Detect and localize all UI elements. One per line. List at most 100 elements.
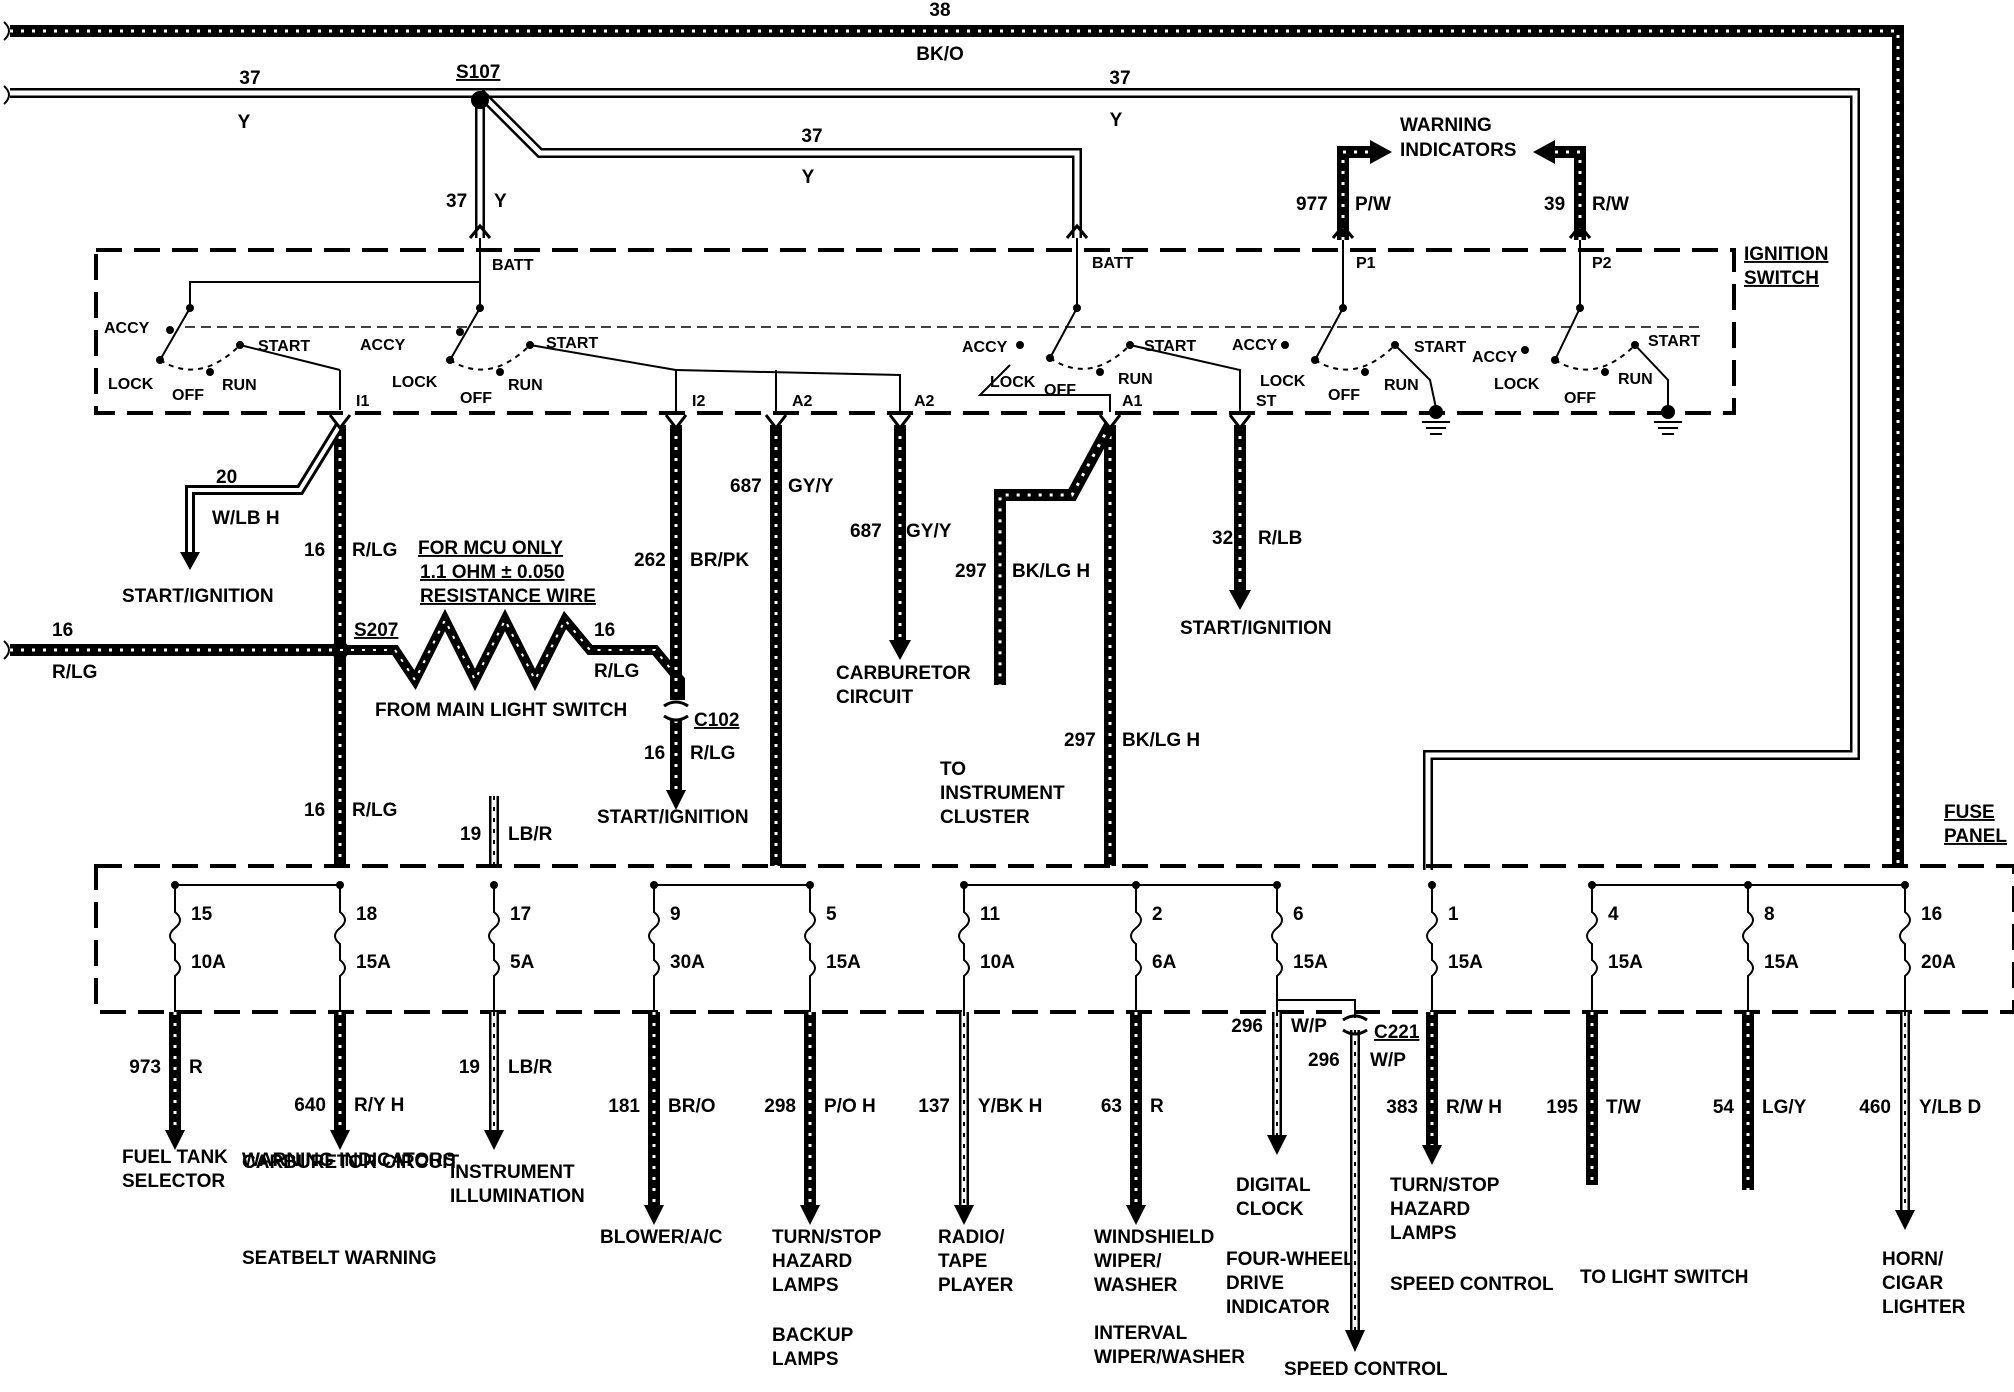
- fuse-5-arrow: [800, 1205, 820, 1225]
- terminal-st: ST: [1256, 393, 1277, 410]
- pos-lock-5: LOCK: [1494, 376, 1540, 393]
- fuse-4-element: [1586, 885, 1598, 1012]
- pos-start-4: START: [1414, 339, 1466, 356]
- fuse-18-element: [334, 885, 346, 1012]
- fuse-15-rating: 10A: [191, 952, 226, 973]
- fuse-5-circuit: 298: [764, 1096, 796, 1117]
- label-lb-r-top: LB/R: [508, 824, 553, 845]
- fuse-9-arrow: [644, 1205, 664, 1225]
- fuse-15-arrow: [165, 1130, 185, 1150]
- label-r-lg-left: R/LG: [52, 662, 97, 683]
- ignition-switch-title-2: SWITCH: [1744, 268, 1819, 289]
- fuse-5-number: 5: [826, 904, 837, 925]
- terminal-a1: A1: [1122, 393, 1143, 410]
- fuse-17-arrow: [484, 1130, 504, 1150]
- fuse-5-dest-0: TURN/STOP: [772, 1227, 882, 1248]
- fuse-18-number: 18: [356, 904, 377, 925]
- pos-run-4: RUN: [1384, 377, 1419, 394]
- fuse-1-dest-1: HAZARD: [1390, 1199, 1470, 1220]
- fuse-16-element: [1899, 885, 1911, 1012]
- wire-c221-speed-control: [1277, 999, 1368, 1352]
- label-297-a: 297: [955, 561, 987, 582]
- label-r-lb: R/LB: [1258, 528, 1302, 549]
- label-16-b: 16: [304, 800, 325, 821]
- fuse-9-rating: 30A: [670, 952, 705, 973]
- label-r-lg-b: R/LG: [352, 800, 397, 821]
- fuse-2-circuit: 63: [1101, 1096, 1122, 1117]
- label-gy-y-b: GY/Y: [906, 521, 952, 542]
- fuse-18-circuit: 640: [294, 1095, 326, 1116]
- label-296-c221: 296: [1308, 1050, 1340, 1071]
- fuse-1-rating: 15A: [1448, 952, 1483, 973]
- pos-off-4: OFF: [1328, 387, 1360, 404]
- label-r-lg-a: R/LG: [352, 540, 397, 561]
- pos-accy-4: ACCY: [1232, 337, 1278, 354]
- fuse-16-color: Y/LB D: [1919, 1097, 1981, 1118]
- label-r-lg-res: R/LG: [594, 661, 639, 682]
- fuse-4-dest-0: TO LIGHT SWITCH: [1580, 1267, 1749, 1288]
- fuse-9-number: 9: [670, 904, 681, 925]
- dest-start-ignition-3: START/IGNITION: [1180, 618, 1332, 639]
- ignition-switch-title-1: IGNITION: [1744, 244, 1828, 265]
- pos-off-5: OFF: [1564, 390, 1596, 407]
- pos-lock-4: LOCK: [1260, 373, 1306, 390]
- dest-interval-2: WIPER/WASHER: [1094, 1347, 1245, 1368]
- fuse-2-rating: 6A: [1152, 952, 1177, 973]
- fuse-2-dest-2: WASHER: [1094, 1275, 1178, 1296]
- pos-off-3: OFF: [1044, 382, 1076, 399]
- fuse-6-dest-1: CLOCK: [1236, 1199, 1304, 1220]
- label-gy-y-a: GY/Y: [788, 476, 834, 497]
- label-y-drop: Y: [494, 191, 507, 212]
- label-w-lb-h: W/LB H: [212, 508, 280, 529]
- fuse-15-dest-1: SELECTOR: [122, 1171, 225, 1192]
- label-37-drop: 37: [446, 191, 467, 212]
- dest-four-wheel-2: DRIVE: [1226, 1273, 1284, 1294]
- warning-indicators-line1: WARNING: [1400, 115, 1492, 136]
- terminal-batt-1: BATT: [492, 257, 534, 274]
- terminal-batt-2: BATT: [1092, 255, 1134, 272]
- wire-br-pk-262: [663, 425, 689, 810]
- fuse-panel-title-2: PANEL: [1944, 826, 2007, 847]
- label-bk-o: BK/O: [916, 44, 964, 65]
- fuse-11-arrow: [954, 1205, 974, 1225]
- fuse-18-dest-0: CARBURETOR CIRCUIT: [242, 1152, 459, 1173]
- fuse-15-circuit: 973: [129, 1057, 161, 1078]
- label-r-w: R/W: [1592, 194, 1629, 215]
- mcu-note-2: 1.1 OHM ± 0.050: [420, 562, 565, 583]
- ignition-switch-contacts: [159, 238, 1669, 412]
- fuse-9-dest-0: BLOWER/A/C: [600, 1227, 723, 1248]
- label-39: 39: [1544, 194, 1565, 215]
- fuse-16-rating: 20A: [1921, 952, 1956, 973]
- dest-backup-lamps-2: LAMPS: [772, 1349, 839, 1370]
- label-977: 977: [1296, 194, 1328, 215]
- from-main-light-switch: FROM MAIN LIGHT SWITCH: [375, 700, 627, 721]
- fuse-1-dest-2: LAMPS: [1390, 1223, 1457, 1244]
- fuse-8-rating: 15A: [1764, 952, 1799, 973]
- fuse-9-color: BR/O: [668, 1096, 716, 1117]
- pos-lock-2: LOCK: [392, 374, 438, 391]
- fuse-4-rating: 15A: [1608, 952, 1643, 973]
- terminal-forks: [328, 223, 1592, 431]
- pos-start-3: START: [1144, 338, 1196, 355]
- label-32: 32: [1212, 528, 1233, 549]
- label-687-a: 687: [730, 476, 762, 497]
- fuse-16-number: 16: [1921, 904, 1942, 925]
- fuse-9-element: [648, 885, 660, 1012]
- label-16-a: 16: [304, 540, 325, 561]
- to-instrument-1: TO: [940, 759, 966, 780]
- fuse-5-dest-2: LAMPS: [772, 1275, 839, 1296]
- pos-accy-1: ACCY: [104, 320, 150, 337]
- fuse-1-color: R/W H: [1446, 1097, 1502, 1118]
- label-s207: S207: [354, 620, 398, 641]
- fuse-2-dest-0: WINDSHIELD: [1094, 1227, 1214, 1248]
- dest-four-wheel-3: INDICATOR: [1226, 1297, 1330, 1318]
- wire-r-lg-16-left: [3, 640, 340, 660]
- fuse-16-arrow: [1895, 1210, 1915, 1230]
- fuse-2-element: [1130, 885, 1142, 1012]
- switch-contact-dots: [156, 304, 1639, 376]
- fuse-1-number: 1: [1448, 904, 1459, 925]
- fuse-11-dest-1: TAPE: [938, 1251, 987, 1272]
- label-w-p-c221: W/P: [1370, 1050, 1406, 1071]
- dest-interval-1: INTERVAL: [1094, 1323, 1188, 1344]
